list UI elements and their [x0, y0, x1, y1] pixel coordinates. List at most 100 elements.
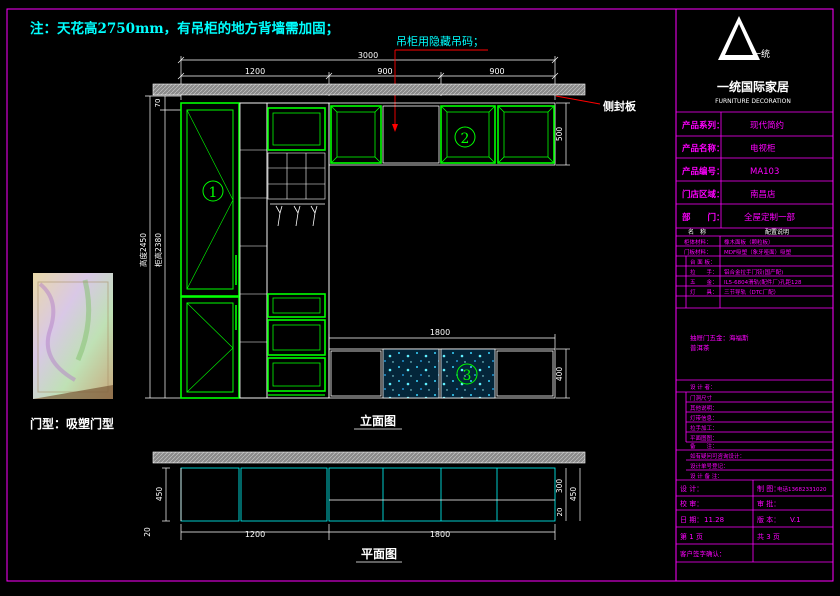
customer-sign-label: 客户签字确认： — [680, 549, 726, 558]
stone-panel-2 — [440, 348, 496, 399]
dim-plan-r1: 300 — [555, 479, 564, 494]
marker-3: 3 — [456, 363, 478, 385]
svg-text:平面图图：: 平面图图： — [690, 434, 718, 442]
dim-top-c: 900 — [489, 67, 504, 76]
svg-text:1: 1 — [209, 185, 218, 201]
dim-plan-r3: 20 — [556, 508, 564, 517]
drawer-1 — [267, 293, 326, 318]
wall-door-1 — [330, 105, 382, 164]
plan-title: 平面图 — [361, 547, 397, 561]
dim-plan-b: 1800 — [430, 530, 450, 539]
page-number: 第 1 页 — [680, 532, 703, 541]
tall-door-upper — [180, 102, 240, 297]
dim-base-width: 1800 — [430, 328, 450, 337]
svg-text:设 计 者：: 设 计 者： — [690, 383, 716, 391]
field-label-name: 产品名称： — [682, 143, 725, 154]
date-label: 日 期： — [680, 516, 703, 524]
spec-header-name: 名 称 — [688, 228, 706, 236]
date-value: 11.28 — [704, 516, 724, 524]
svg-text:铝合金拉手门铰(国产配): 铝合金拉手门铰(国产配) — [724, 268, 783, 276]
plan-dimensions — [162, 467, 581, 540]
elevation-title: 立面图 — [360, 413, 396, 428]
notes-sub: 普洱茶 — [690, 343, 710, 352]
checker-label: 校 审： — [680, 499, 703, 508]
spec-rows: 柜体材料： 橡木面板（颗粒板） 门板材料： MDF吸塑（象牙哑面）吸塑 台 面 … — [684, 238, 802, 296]
side-seal-label: 侧封板 — [603, 99, 637, 113]
plan-wall-band — [152, 451, 586, 464]
field-value-dept: 全屋定制一部 — [744, 212, 796, 223]
svg-text:橡木面板（颗粒板）: 橡木面板（颗粒板） — [724, 238, 774, 246]
title-block-grid — [676, 111, 833, 563]
dim-wall-depth: 500 — [555, 127, 564, 142]
wall-open-niche — [382, 105, 440, 164]
marker-1: 1 — [202, 180, 224, 202]
wall-door-2 — [440, 105, 496, 164]
drawer-2 — [267, 319, 326, 356]
phone-label: 制 图： — [757, 484, 780, 493]
svg-text:设 计 备 注：: 设 计 备 注： — [690, 472, 723, 480]
field-value-series: 现代简约 — [750, 120, 784, 131]
dim-left-full: 高度2450 — [138, 233, 148, 267]
field-value-name: 电视柜 — [750, 143, 776, 154]
designer-label: 设 计： — [680, 484, 703, 493]
logo-text: 一统 — [752, 48, 770, 60]
dim-plan-gap: 20 — [143, 527, 152, 537]
tall-door-lower — [180, 296, 240, 399]
title-block-frame — [675, 8, 834, 582]
field-label-code: 产品编号： — [682, 166, 725, 177]
header-note: 注：天花高2750mm，有吊柜的地方背墙需加固； — [30, 20, 339, 37]
door-type-label: 门型：吸塑门型 — [30, 416, 114, 431]
svg-text:IL5-6804滑轨(配件厂)孔距128: IL5-6804滑轨(配件厂)孔距128 — [724, 278, 802, 286]
svg-text:设计单号登记：: 设计单号登记： — [690, 462, 729, 470]
drawer-3 — [267, 357, 326, 392]
svg-text:台 面 板：: 台 面 板： — [690, 258, 716, 266]
svg-text:2: 2 — [461, 131, 470, 147]
field-label-region: 门店区域： — [682, 189, 725, 200]
ceiling-band — [152, 83, 586, 96]
company-logo: 一统 — [718, 16, 770, 60]
svg-text:门板材料：: 门板材料： — [684, 248, 712, 256]
notes-title: 抽屉门五金：海福斯 — [690, 333, 749, 342]
side-seal-leader — [555, 95, 601, 105]
svg-text:三节导轨（DTC厂配）: 三节导轨（DTC厂配） — [724, 288, 779, 296]
wine-glass-rack — [270, 203, 325, 227]
svg-text:其他说明：: 其他说明： — [690, 404, 718, 412]
svg-text:柜体材料：: 柜体材料： — [684, 238, 712, 246]
dim-left-tall: 柜高2380 — [153, 233, 163, 267]
wall-door-3 — [497, 105, 555, 164]
version-value: V.1 — [790, 516, 801, 524]
marker-2: 2 — [454, 126, 476, 148]
page-total: 共 3 页 — [757, 532, 780, 541]
svg-text:拉 手：: 拉 手： — [690, 268, 718, 276]
field-value-code: MA103 — [750, 167, 779, 177]
plan-cabinets — [180, 467, 556, 522]
svg-text:如有疑问可咨询设计：: 如有疑问可咨询设计： — [690, 452, 745, 460]
dim-plan-r2: 450 — [569, 487, 578, 502]
svg-text:门洞尺寸: 门洞尺寸 — [690, 394, 713, 402]
svg-text:五 金：: 五 金： — [690, 278, 718, 286]
field-label-dept: 部 门： — [682, 212, 725, 223]
dim-top-a: 1200 — [245, 67, 265, 76]
hidden-hanger-note: 吊柜用隐藏吊码； — [396, 35, 484, 48]
tail-rows: 设 计 者： 门洞尺寸 其他说明： 灯带信息： 拉手加工： 平面图图： 备 注：… — [690, 383, 745, 480]
dim-plan-left: 450 — [155, 487, 164, 502]
dim-base-height: 400 — [555, 367, 564, 382]
stone-panel-1 — [382, 348, 440, 399]
version-label: 版 本： — [757, 515, 780, 524]
svg-text:MDF吸塑（象牙哑面）吸塑: MDF吸塑（象牙哑面）吸塑 — [724, 248, 792, 256]
right-dimensions — [328, 102, 570, 399]
dim-top-total: 3000 — [358, 51, 378, 60]
svg-text:备 注：: 备 注： — [690, 442, 718, 450]
phone-value: 电话13682331020 — [777, 485, 827, 493]
audit-label: 审 批： — [757, 499, 780, 508]
dim-plan-a: 1200 — [245, 530, 265, 539]
wine-top-door — [267, 107, 326, 151]
svg-text:灯带信息：: 灯带信息： — [690, 414, 718, 422]
svg-text:灯 具：: 灯 具： — [690, 288, 718, 296]
spec-header-config: 配置说明 — [765, 228, 789, 236]
dim-left-top: 70 — [154, 99, 162, 108]
svg-text:拉手加工：: 拉手加工： — [690, 424, 718, 432]
dim-top-b: 900 — [377, 67, 392, 76]
company-name: 一统国际家居 — [717, 79, 789, 94]
